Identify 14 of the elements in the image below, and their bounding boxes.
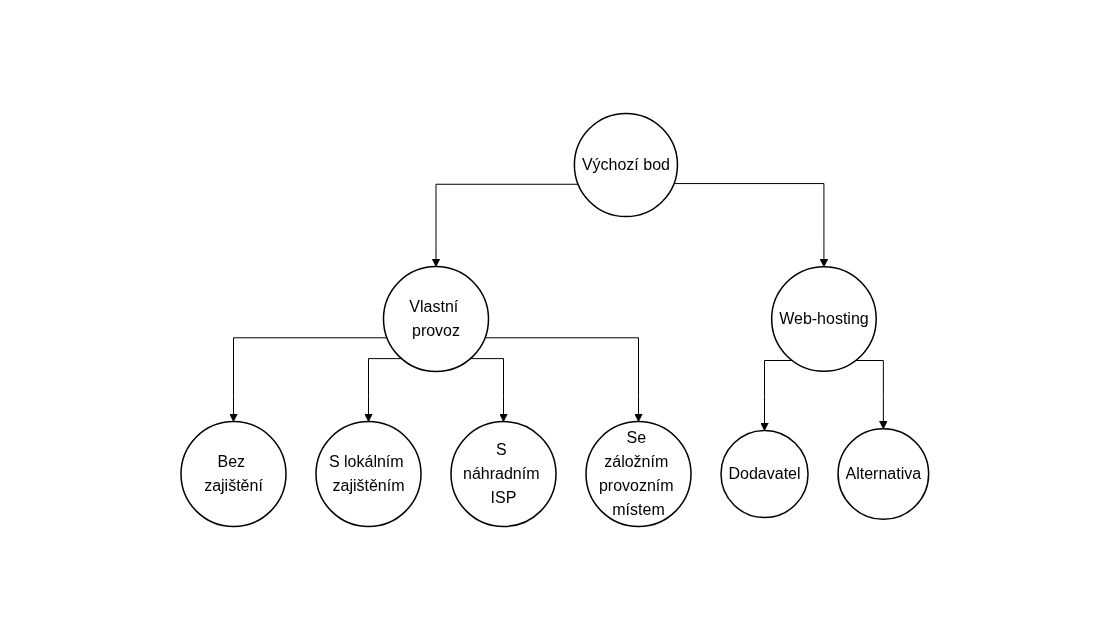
node-circle: Web-hosting — [770, 266, 877, 373]
arrow — [469, 358, 508, 422]
node-circle: Výchozí bod — [573, 112, 678, 218]
arrow — [673, 183, 828, 268]
node-circle: Alternativa — [836, 428, 930, 521]
node-circle: Dodavatel — [719, 429, 809, 519]
arrow — [484, 337, 643, 422]
node-circle: S lokálním zajištěním — [314, 420, 422, 528]
arrow — [228, 337, 388, 422]
node-circle: Bez zajištění — [179, 420, 287, 528]
arrow — [363, 358, 402, 422]
node-circle: Se záložním provozním místem — [584, 420, 692, 528]
node-circle: S náhradním ISP — [449, 420, 557, 528]
node-circle: Vlastní provoz — [382, 265, 489, 373]
